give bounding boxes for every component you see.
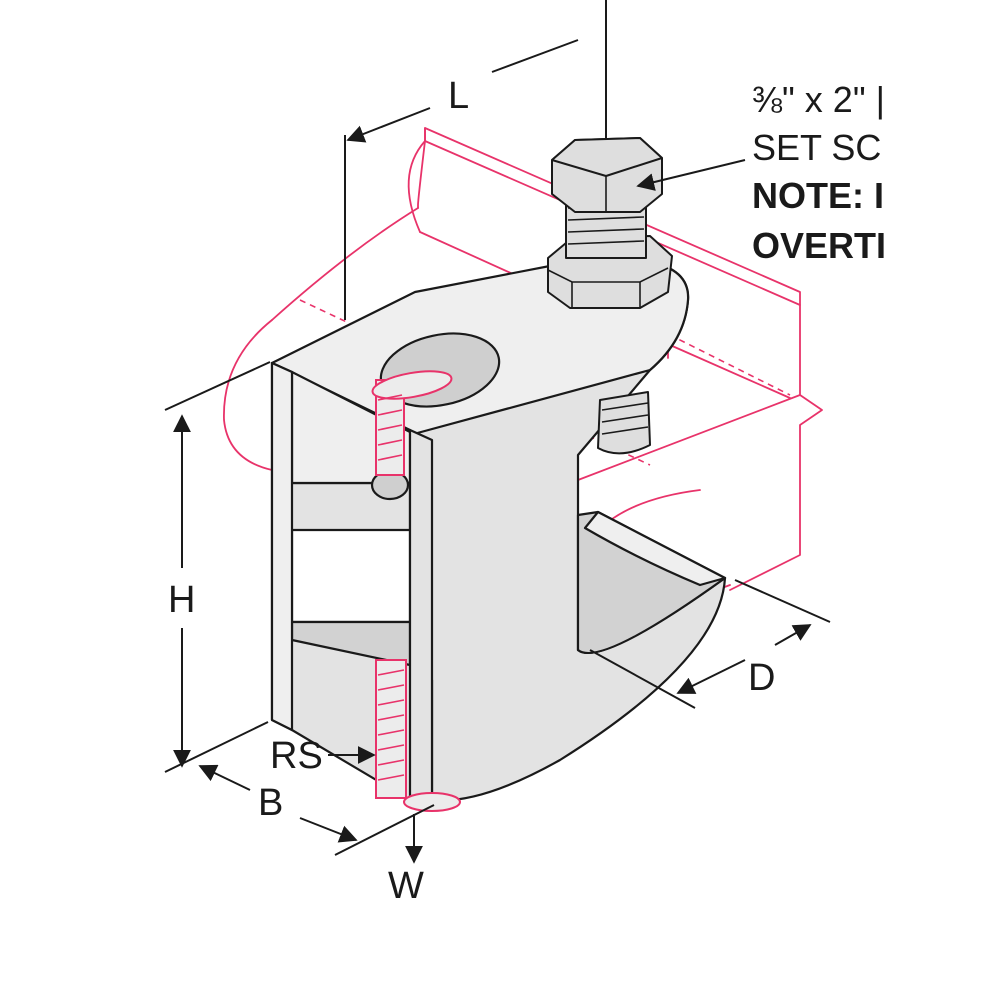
note-line-2: SET SC <box>752 127 881 168</box>
note-line-4: OVERTI <box>752 225 886 266</box>
label-width-b: B <box>258 782 283 824</box>
set-screw <box>547 137 673 455</box>
label-rod-size: RS <box>270 735 323 777</box>
label-depth: D <box>748 657 775 699</box>
label-load: W <box>388 865 424 907</box>
dimension-lines <box>164 0 831 864</box>
label-height: H <box>168 579 195 621</box>
clamp-body <box>270 260 727 802</box>
note-line-1: ⅜" x 2" | <box>752 79 885 120</box>
threaded-rod <box>371 370 461 812</box>
note-line-3: NOTE: I <box>752 175 884 216</box>
label-length: L <box>448 75 469 117</box>
